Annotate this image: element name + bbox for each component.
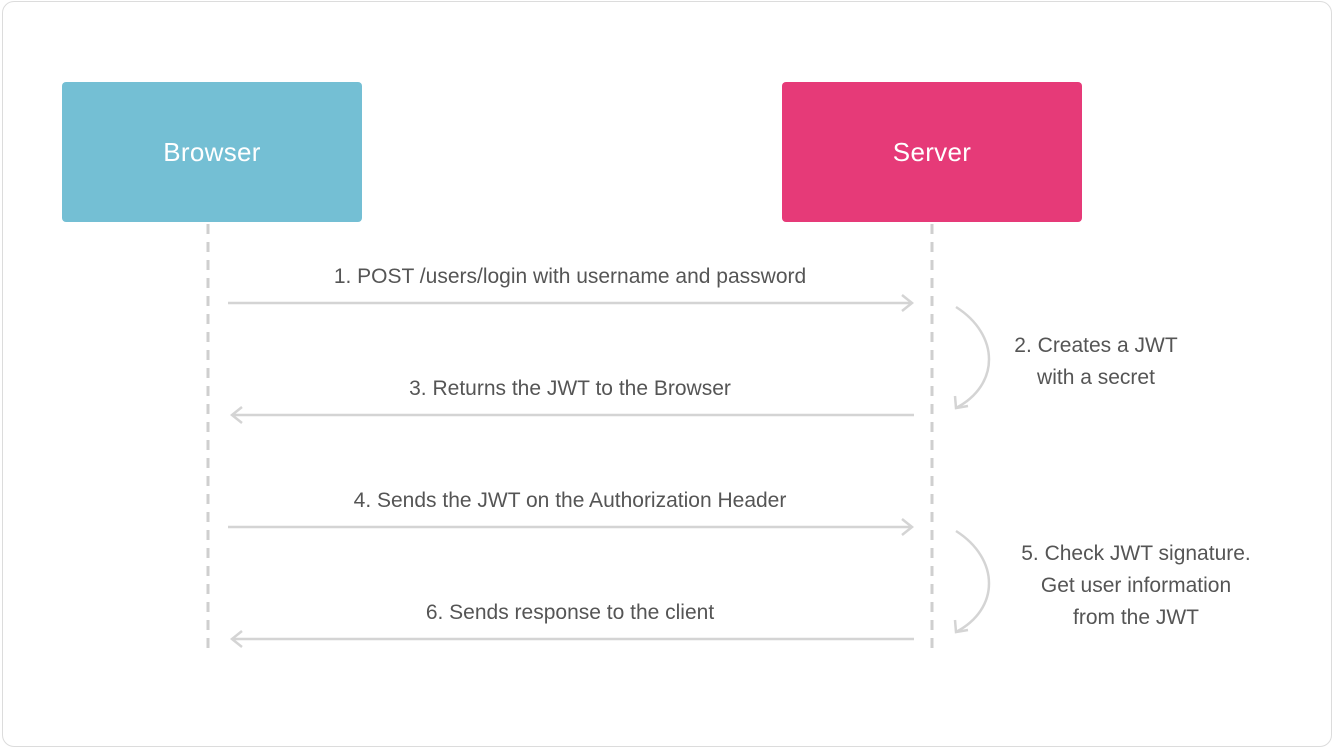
browser-actor-label: Browser — [163, 136, 261, 167]
self-note-5: 5. Check JWT signature. Get user informa… — [1021, 538, 1251, 634]
self-note-2-line-2: with a secret — [1037, 366, 1155, 389]
message-1-label: 1. POST /users/login with username and p… — [333, 265, 807, 288]
server-actor-label: Server — [892, 136, 972, 167]
message-1-arrow — [228, 294, 915, 312]
self-note-5-curve-arrow — [953, 529, 991, 634]
self-note-5-line-1: 5. Check JWT signature. — [1021, 542, 1251, 565]
self-note-5-line-2: Get user information — [1040, 574, 1232, 597]
self-note-2-curve-arrow — [953, 305, 991, 410]
server-actor-box: Server — [782, 82, 1082, 222]
message-3-arrow — [229, 406, 914, 424]
browser-actor-box: Browser — [62, 82, 362, 222]
message-3-label: 3. Returns the JWT to the Browser — [409, 377, 731, 400]
message-6-arrow — [229, 630, 914, 648]
self-note-2: 2. Creates a JWT with a secret — [1014, 330, 1177, 394]
self-note-5-line-3: from the JWT — [1072, 606, 1200, 629]
message-6-label: 6. Sends response to the client — [425, 601, 715, 624]
self-note-2-line-1: 2. Creates a JWT — [1014, 334, 1178, 357]
message-4-arrow — [228, 518, 915, 536]
message-4-label: 4. Sends the JWT on the Authorization He… — [353, 489, 787, 512]
